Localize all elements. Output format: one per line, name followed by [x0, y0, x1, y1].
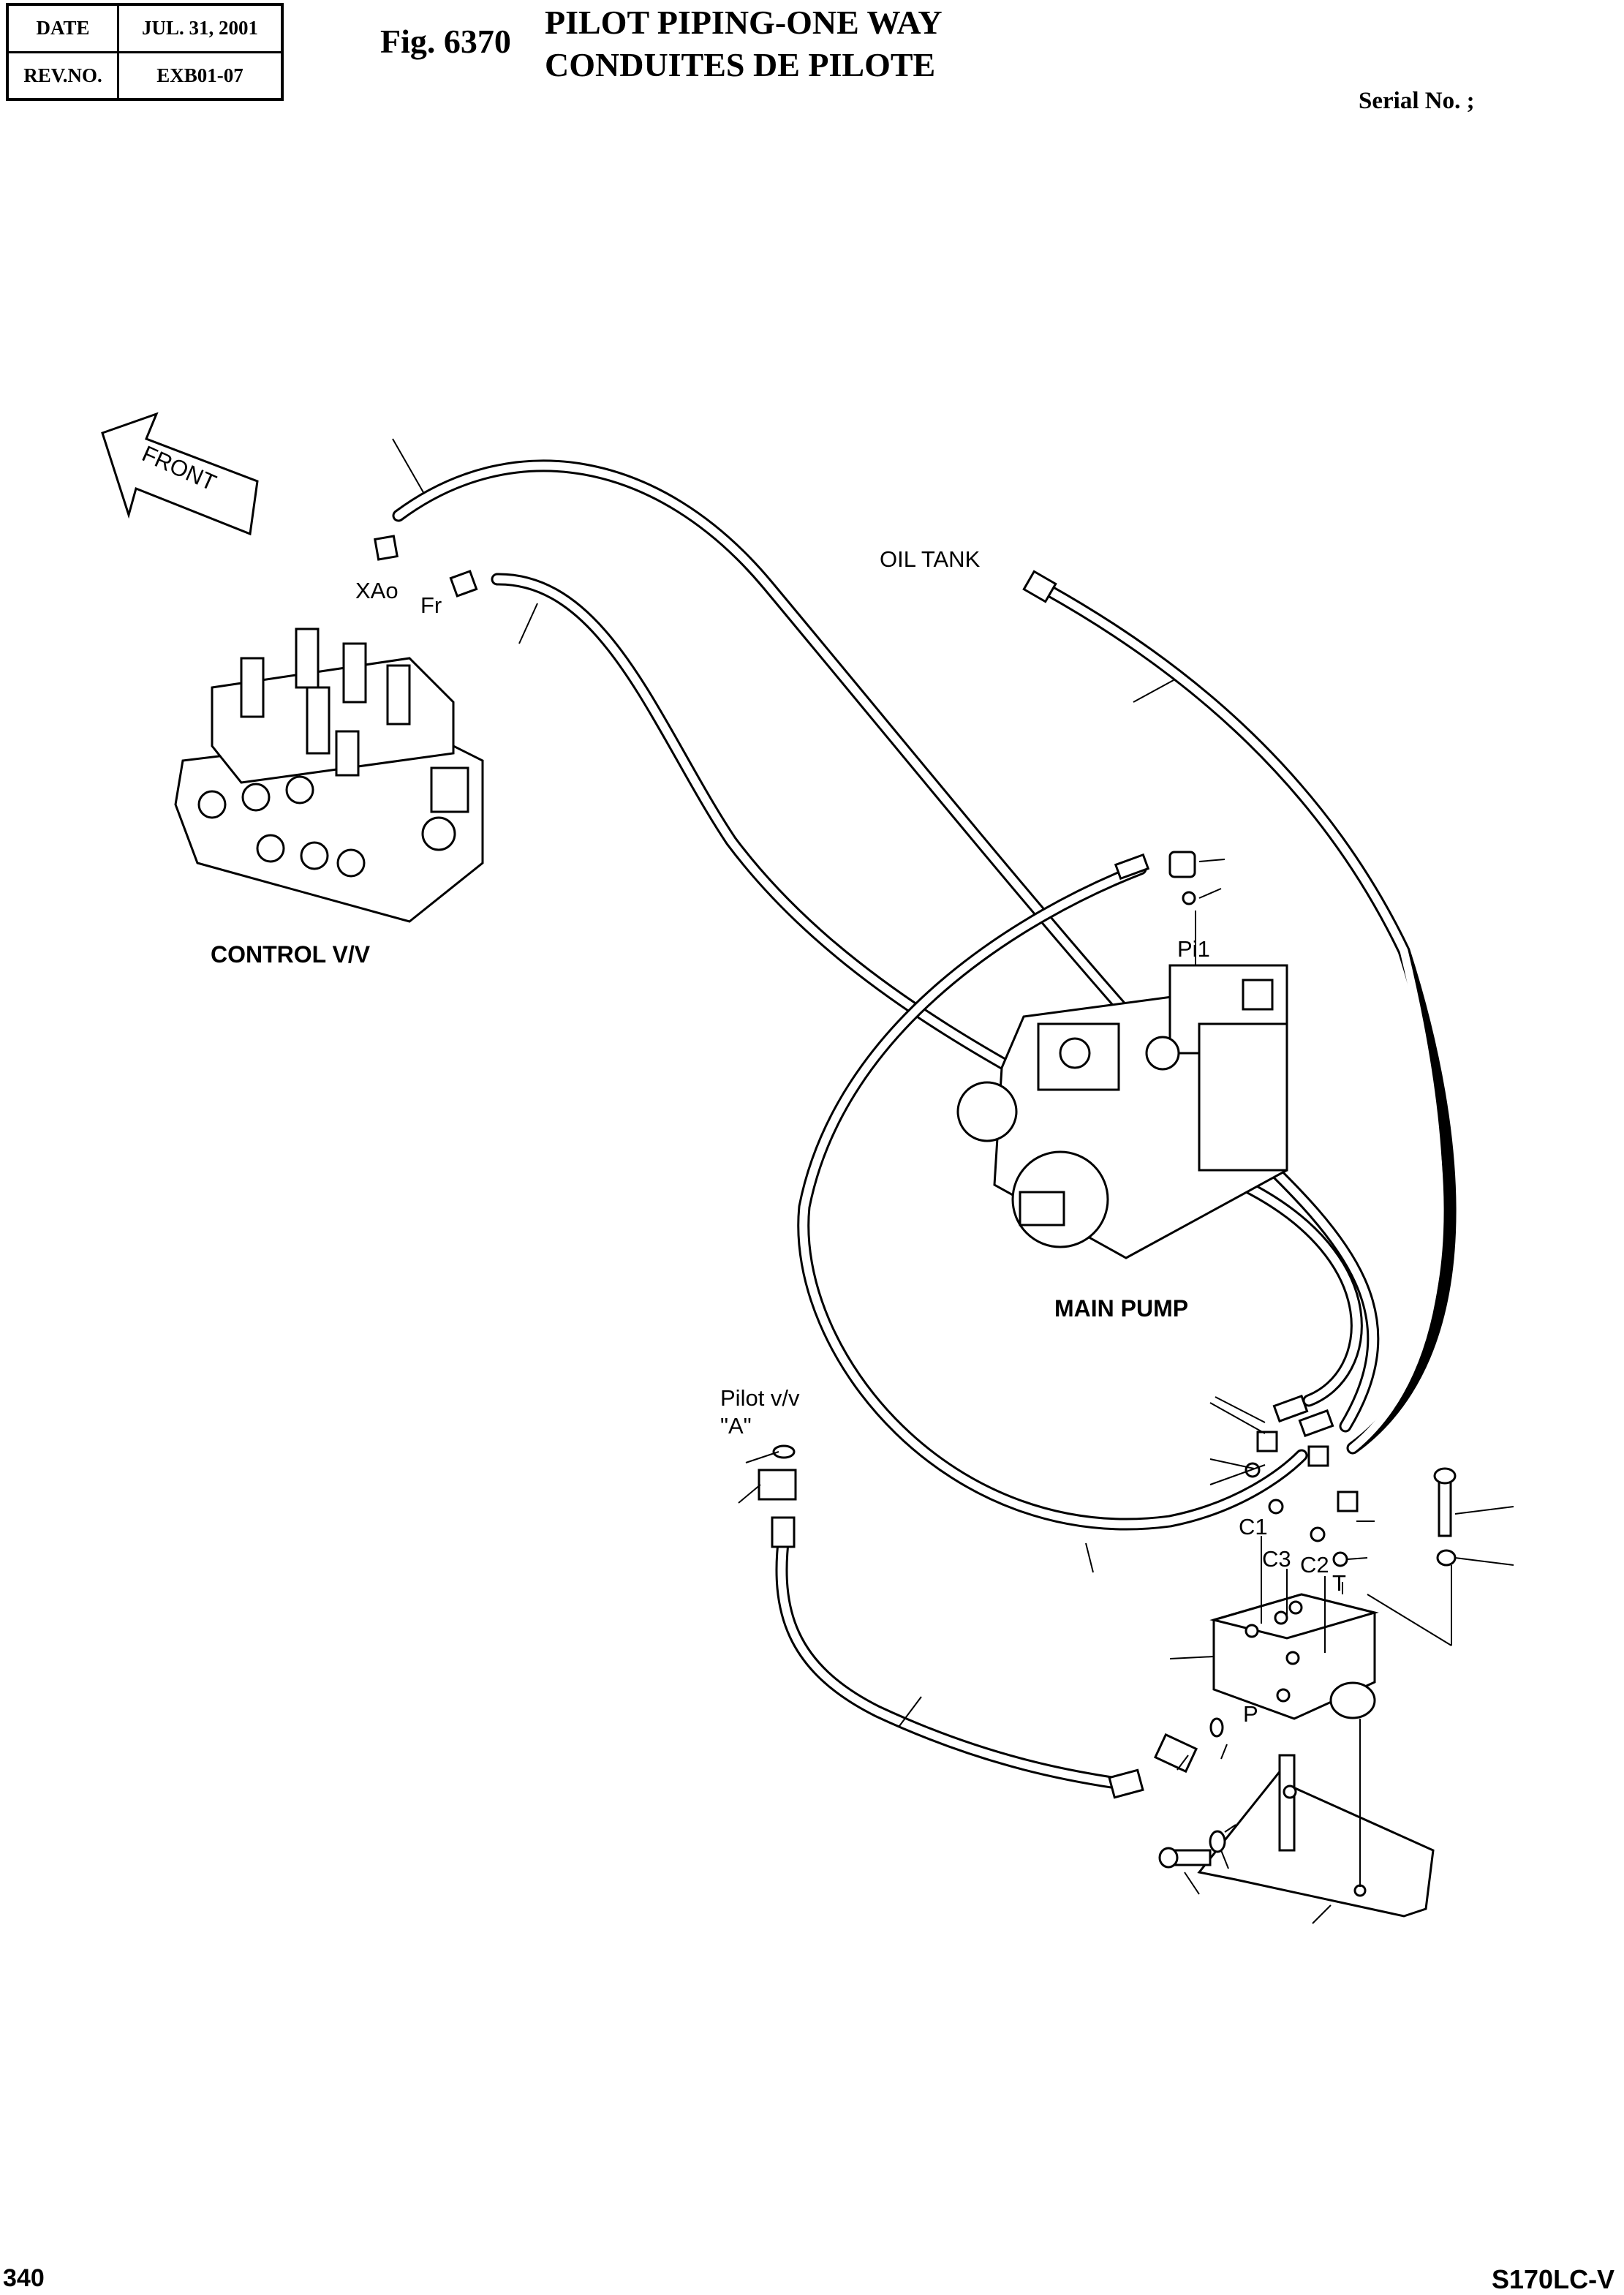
- label-pi1: Pi1: [1177, 936, 1210, 962]
- hose-fittings: [374, 535, 1359, 1799]
- label-pilot-vv: Pilot v/v: [720, 1385, 800, 1411]
- bracket: [1197, 1754, 1435, 1918]
- rev-value: EXB01-07: [117, 50, 284, 101]
- title-line-2: CONDUITES DE PILOTE: [545, 46, 936, 83]
- title-line-1: PILOT PIPING-ONE WAY: [545, 4, 943, 41]
- label-pilot-a: "A": [720, 1413, 752, 1439]
- date-value: JUL. 31, 2001: [117, 3, 284, 53]
- revision-table: DATE JUL. 31, 2001 REV.NO. EXB01-07: [6, 3, 284, 101]
- rev-label: REV.NO.: [6, 50, 119, 101]
- label-c3: C3: [1262, 1546, 1291, 1572]
- label-c1: C1: [1239, 1514, 1268, 1540]
- date-label: DATE: [6, 3, 119, 53]
- leader-lines: [392, 438, 1514, 1924]
- main-pump: [956, 964, 1288, 1259]
- label-t: T: [1332, 1570, 1346, 1596]
- figure-title: PILOT PIPING-ONE WAY CONDUITES DE PILOTE: [545, 1, 943, 86]
- figure-number: Fig. 6370: [380, 23, 511, 60]
- valve-block: [1209, 1593, 1379, 1720]
- label-p: P: [1243, 1701, 1258, 1727]
- label-oil-tank: OIL TANK: [880, 546, 981, 572]
- label-xao: XAo: [355, 578, 399, 603]
- hoses: [392, 459, 1457, 1791]
- page-number: 340: [3, 2264, 45, 2292]
- label-main-pump: MAIN PUMP: [1054, 1295, 1188, 1322]
- label-fr: Fr: [420, 592, 442, 618]
- control-valve: [174, 628, 484, 923]
- bolts: [1158, 1467, 1457, 1869]
- label-control-vv: CONTROL V/V: [211, 941, 371, 968]
- model-number: S170LC-V: [1492, 2264, 1615, 2294]
- front-arrow: FRONT: [101, 412, 259, 536]
- label-c2: C2: [1300, 1552, 1329, 1578]
- serial-number: Serial No. ;: [1359, 88, 1475, 114]
